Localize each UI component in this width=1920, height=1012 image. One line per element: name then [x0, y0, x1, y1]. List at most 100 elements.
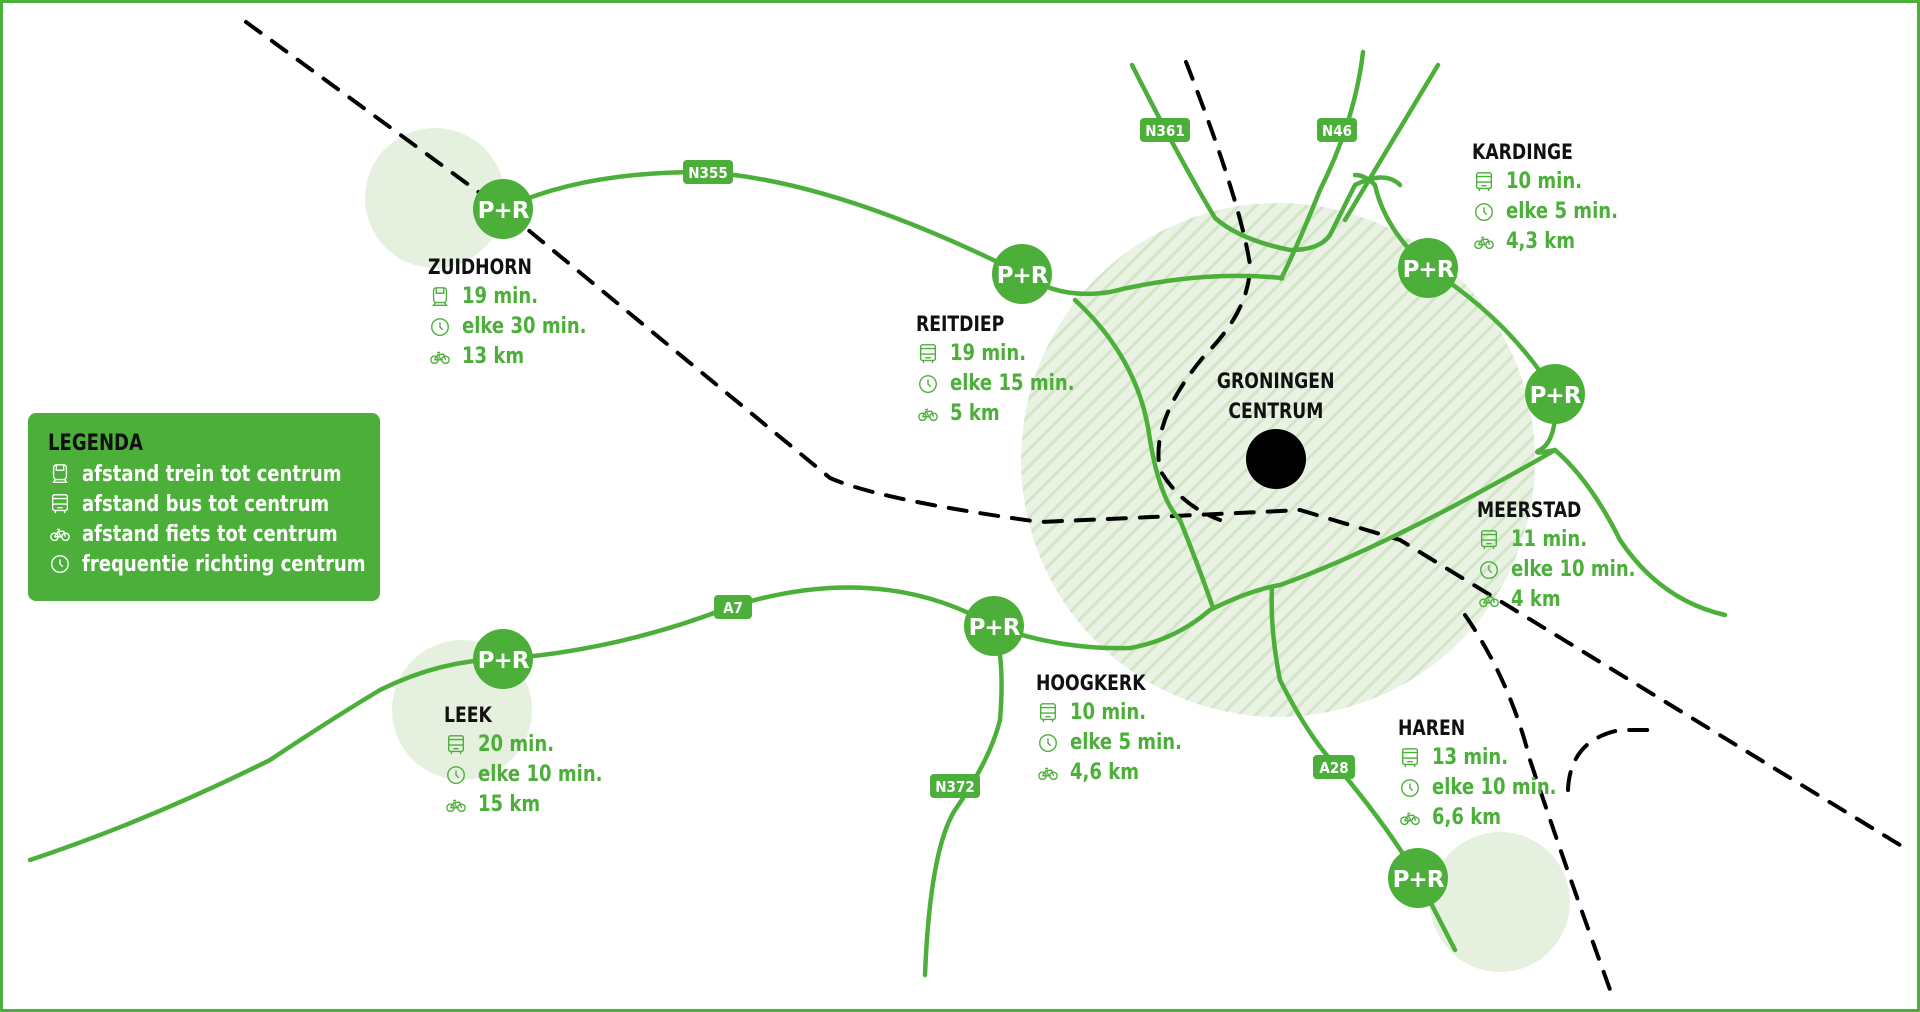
road-shield-n46: N46 — [1317, 118, 1357, 142]
road-shield-n372: N372 — [930, 774, 980, 798]
road-a7 — [27, 585, 997, 863]
zuidhorn-zone — [365, 128, 505, 268]
legend-label: frequentie richting centrum — [82, 551, 366, 577]
clock-icon — [1472, 200, 1496, 224]
bus-icon — [916, 342, 940, 366]
frequency: elke 5 min. — [1070, 730, 1182, 755]
travel-time: 20 min. — [478, 732, 555, 757]
bus-icon — [48, 492, 72, 516]
legend-label: afstand trein tot centrum — [82, 461, 342, 487]
road-shield-n361: N361 — [1140, 118, 1190, 142]
road-n46 — [1278, 49, 1366, 281]
bike-distance: 13 km — [462, 344, 525, 369]
city-centre-marker — [1246, 429, 1306, 489]
road-shield-a28: A28 — [1313, 755, 1355, 779]
road-ring-west — [1072, 297, 1215, 608]
svg-text:N372: N372 — [935, 778, 974, 796]
svg-text:P+R: P+R — [1530, 383, 1582, 409]
bus-icon — [1036, 701, 1060, 725]
pr-marker-haren[interactable]: P+R — [1388, 848, 1448, 908]
svg-text:N361: N361 — [1145, 122, 1184, 140]
bicycle-icon — [1036, 761, 1060, 785]
road-meerstad-south — [1552, 447, 1728, 618]
place-haren: HAREN 13 min. elke 10 min. 6,6 km — [1398, 713, 1584, 833]
road-shield-a7: A7 — [714, 595, 752, 619]
bicycle-icon — [1472, 230, 1496, 254]
clock-icon — [916, 372, 940, 396]
place-zuidhorn: ZUIDHORN 19 min. elke 30 min. 13 km — [428, 252, 614, 372]
svg-text:A28: A28 — [1319, 759, 1348, 777]
pr-marker-zuidhorn[interactable]: P+R — [473, 179, 533, 239]
bus-icon — [1472, 170, 1496, 194]
city-centre-label-line1: GRONINGEN — [1217, 369, 1335, 393]
place-name: ZUIDHORN — [428, 255, 532, 279]
railway-south — [1463, 613, 1614, 997]
svg-text:P+R: P+R — [1403, 257, 1455, 283]
travel-time: 13 min. — [1432, 745, 1509, 770]
place-name: MEERSTAD — [1477, 498, 1582, 522]
travel-time: 19 min. — [950, 341, 1027, 366]
train-icon — [48, 462, 72, 486]
haren-zone — [1430, 832, 1570, 972]
svg-text:A7: A7 — [723, 599, 743, 617]
travel-time: 10 min. — [1070, 700, 1147, 725]
bike-distance: 6,6 km — [1432, 805, 1502, 830]
bicycle-icon — [916, 402, 940, 426]
clock-icon — [1036, 731, 1060, 755]
railway-connector — [1566, 728, 1662, 792]
bus-icon — [444, 733, 468, 757]
bus-icon — [1477, 528, 1501, 552]
place-kardinge: KARDINGE 10 min. elke 5 min. 4,3 km — [1472, 137, 1643, 257]
svg-text:N46: N46 — [1322, 122, 1352, 140]
road-reitdiep-centre — [1019, 271, 1285, 297]
railway-zuidhorn — [244, 20, 1902, 847]
bicycle-icon — [428, 345, 452, 369]
bicycle-icon — [1398, 806, 1422, 830]
bike-distance: 4,3 km — [1506, 229, 1576, 254]
clock-icon — [1398, 776, 1422, 800]
bicycle-icon — [1477, 588, 1501, 612]
frequency: elke 10 min. — [478, 762, 603, 787]
city-centre-label: GRONINGEN CENTRUM — [1196, 366, 1356, 426]
place-name: KARDINGE — [1472, 140, 1573, 164]
road-a28 — [1269, 584, 1458, 953]
road-hoogkerk-centre — [991, 447, 1558, 651]
city-centre-label-line2: CENTRUM — [1228, 399, 1324, 423]
pr-marker-meerstad[interactable]: P+R — [1525, 364, 1585, 424]
train-icon — [428, 285, 452, 309]
svg-text:P+R: P+R — [969, 615, 1021, 641]
place-name: HAREN — [1398, 716, 1466, 740]
frequency: elke 5 min. — [1506, 199, 1618, 224]
legend-item: afstand trein tot centrum — [48, 459, 380, 489]
travel-time: 19 min. — [462, 284, 539, 309]
travel-time: 10 min. — [1506, 169, 1583, 194]
pr-marker-reitdiep[interactable]: P+R — [992, 244, 1052, 304]
place-name: HOOGKERK — [1036, 671, 1146, 695]
legend-item: frequentie richting centrum — [48, 549, 380, 579]
svg-text:P+R: P+R — [1393, 867, 1445, 893]
legend-item: afstand bus tot centrum — [48, 489, 380, 519]
frequency: elke 15 min. — [950, 371, 1075, 396]
road-n372 — [922, 623, 1004, 978]
bike-distance: 4 km — [1511, 587, 1561, 612]
svg-text:P+R: P+R — [478, 198, 530, 224]
pr-marker-leek[interactable]: P+R — [473, 629, 533, 689]
bicycle-icon — [444, 793, 468, 817]
travel-time: 11 min. — [1511, 527, 1588, 552]
place-reitdiep: REITDIEP 19 min. elke 15 min. 5 km — [916, 309, 1102, 429]
frequency: elke 30 min. — [462, 314, 587, 339]
place-name: REITDIEP — [916, 312, 1005, 336]
bus-icon — [1398, 746, 1422, 770]
pr-marker-hoogkerk[interactable]: P+R — [964, 596, 1024, 656]
pr-marker-kardinge[interactable]: P+R — [1398, 238, 1458, 298]
place-hoogkerk: HOOGKERK 10 min. elke 5 min. 4,6 km — [1036, 668, 1207, 788]
bike-distance: 15 km — [478, 792, 541, 817]
legend-item: afstand fiets tot centrum — [48, 519, 380, 549]
svg-text:P+R: P+R — [478, 648, 530, 674]
clock-icon — [1477, 558, 1501, 582]
svg-text:N355: N355 — [688, 164, 727, 182]
clock-icon — [428, 315, 452, 339]
svg-text:P+R: P+R — [997, 263, 1049, 289]
